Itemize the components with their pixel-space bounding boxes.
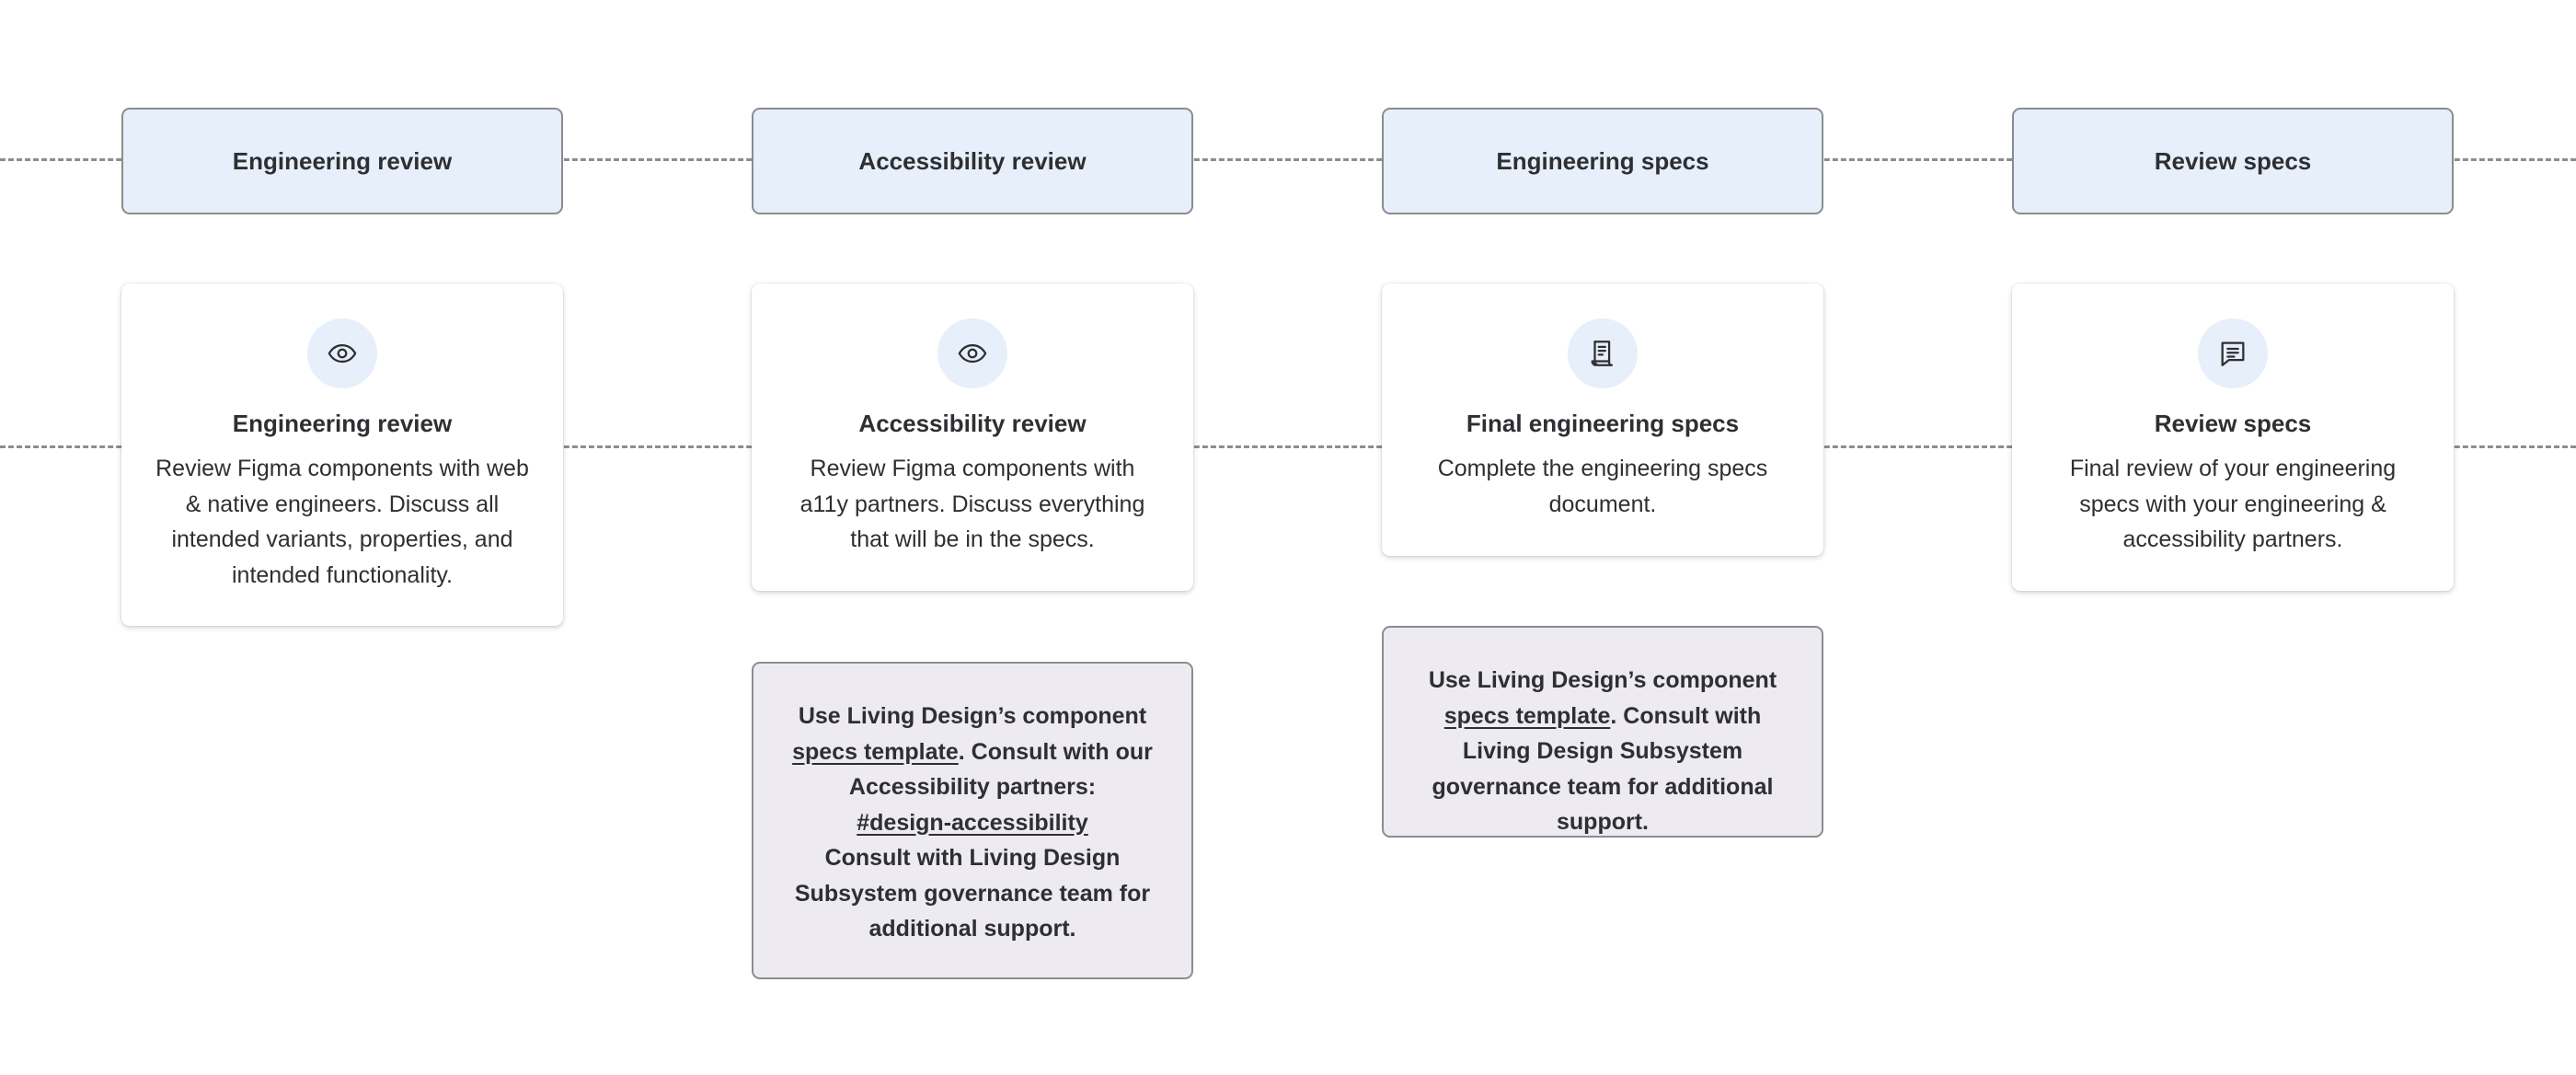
step-description: Review Figma components with web & nativ…: [155, 456, 529, 588]
eye-icon: [307, 318, 377, 388]
step-title: Review specs: [2154, 410, 2312, 437]
note-text: . Consult with our Accessibility partner…: [848, 738, 1153, 801]
timeline-connector-top: [0, 158, 2576, 161]
phase-header: Accessibility review: [752, 108, 1193, 214]
step-title: Final engineering specs: [1466, 410, 1740, 437]
step-title: Engineering review: [232, 410, 453, 437]
guidance-note: Use Living Design’s component specs temp…: [752, 662, 1193, 979]
design-accessibility-channel-link[interactable]: #design-accessibility: [857, 809, 1088, 836]
step-card: Review specs Final review of your engine…: [2012, 283, 2454, 591]
step-description: Review Figma components with a11y partne…: [799, 456, 1145, 552]
step-description: Final review of your engineering specs w…: [2069, 456, 2397, 552]
eye-icon: [937, 318, 1007, 388]
specs-template-link[interactable]: specs template: [792, 738, 959, 765]
specs-template-link[interactable]: specs template: [1443, 702, 1611, 729]
step-card: Final engineering specs Complete the eng…: [1382, 283, 1823, 556]
step-card: Engineering review Review Figma componen…: [121, 283, 563, 626]
note-text: Use Living Design’s component: [798, 703, 1147, 729]
note-text: Consult with Living Design Subsystem gov…: [794, 845, 1151, 942]
step-description: Complete the engineering specs document.: [1437, 456, 1768, 517]
timeline-connector-middle: [0, 445, 2576, 448]
comment-icon: [2198, 318, 2268, 388]
phase-header: Engineering review: [121, 108, 563, 214]
phase-header: Engineering specs: [1382, 108, 1823, 214]
step-title: Accessibility review: [858, 410, 1087, 437]
phase-header: Review specs: [2012, 108, 2454, 214]
guidance-note: Use Living Design’s component specs temp…: [1382, 626, 1823, 838]
document-icon: [1568, 318, 1638, 388]
note-text: . Consult with Living Design Subsystem g…: [1432, 702, 1774, 836]
step-card: Accessibility review Review Figma compon…: [752, 283, 1193, 591]
note-text: Use Living Design’s component: [1428, 667, 1777, 693]
